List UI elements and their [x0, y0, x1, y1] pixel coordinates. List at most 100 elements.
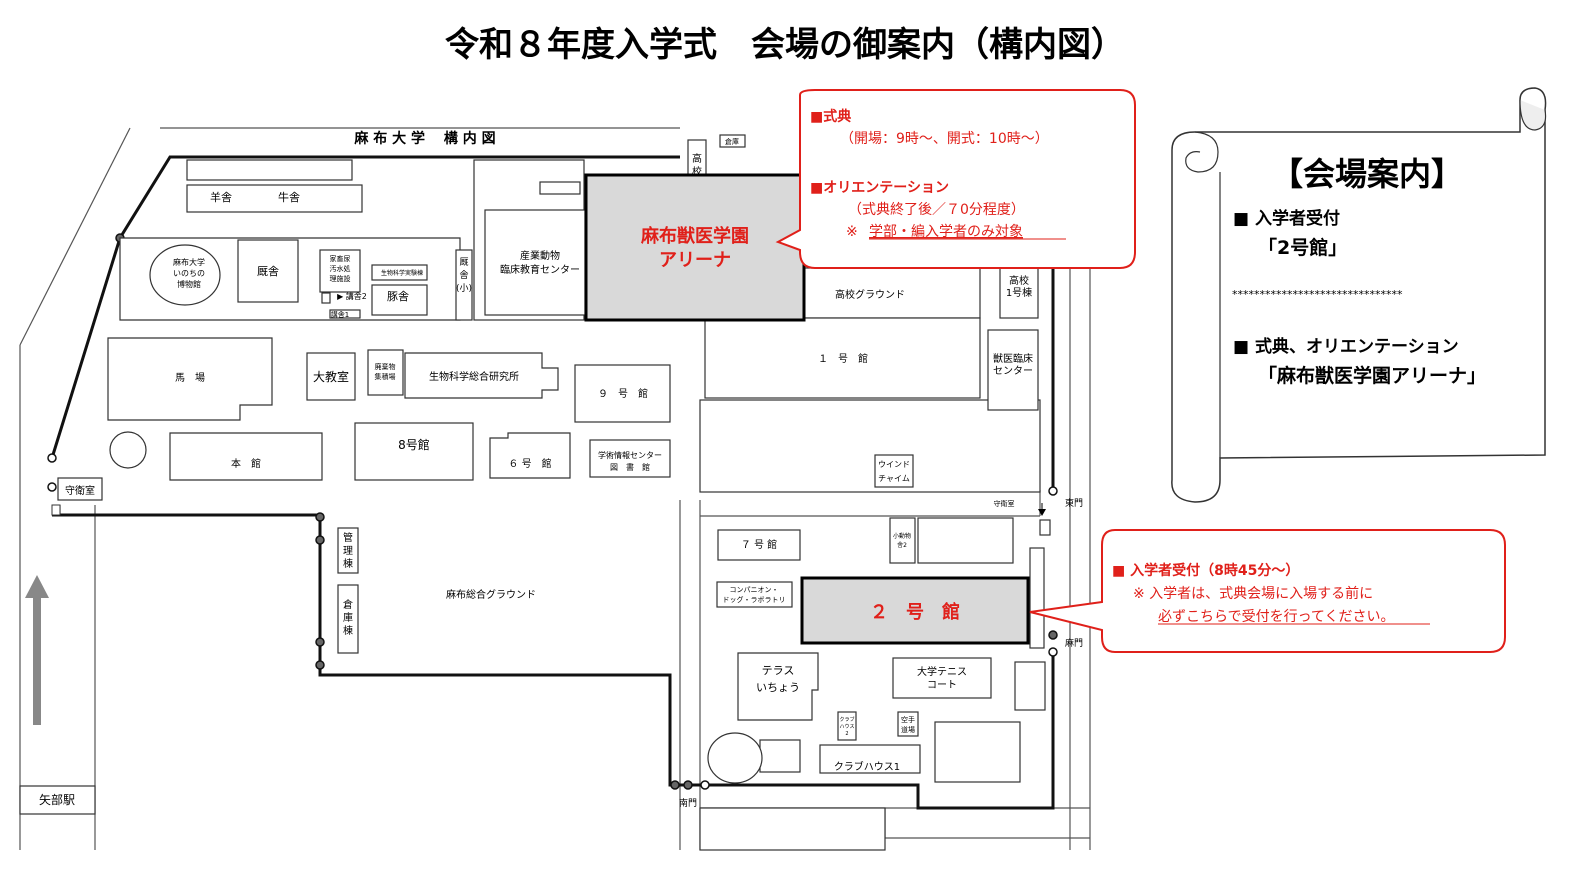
label-ko1: 講舎1	[331, 310, 349, 319]
label-kanri-1: 管	[343, 531, 353, 544]
label-wind-1: ウインド	[878, 460, 910, 469]
label-tennis-1: 大学テニス	[917, 665, 967, 678]
label-bio-institute: 生物科学総合研究所	[429, 370, 519, 383]
orientation-note-mark: ※	[846, 224, 858, 240]
scroll-item-2-value: 「麻布獣医学園アリーナ」	[1258, 364, 1486, 387]
buildings	[107, 134, 1051, 851]
building-2-highlight[interactable]	[800, 576, 1030, 645]
label-cattle: 牛舎	[278, 190, 300, 204]
label-east-gate: 東門	[1065, 497, 1083, 509]
label-soko-2: 庫	[343, 611, 353, 624]
reception-note-1: ※ 入学者は、式典会場に入場する前に	[1133, 585, 1373, 602]
label-companion-1: コンパニオン・	[730, 586, 779, 594]
label-waste-1: 家畜尿	[330, 254, 351, 263]
label-karate-2: 道場	[901, 725, 915, 734]
scroll-item-1-value: 「2号館」	[1258, 236, 1347, 259]
label-south-gate: 南門	[679, 797, 697, 809]
label-soko-3: 棟	[343, 624, 353, 637]
label-kyusha: 厩舎	[257, 265, 279, 278]
label-koko-1: 高	[692, 152, 702, 165]
ceremony-heading: ■式典	[810, 108, 851, 125]
label-kyusha-small-2: 舎	[459, 270, 468, 281]
scroll-item-2: ■ 式典、オリエンテーション	[1233, 336, 1459, 357]
label-kyusha-small-1: 厩	[459, 257, 468, 268]
label-wind-2: チャイム	[878, 474, 910, 483]
label-club1: クラブハウス1	[834, 760, 900, 773]
label-terrace-2: いちょう	[756, 681, 800, 694]
gate-post	[51, 504, 61, 516]
label-terrace-1: テラス	[762, 664, 795, 677]
label-ground: 麻布総合グラウンド	[446, 588, 536, 601]
map-title: 麻 布 大 学 構 内 図	[353, 130, 495, 147]
label-club2-2: ハウス	[839, 723, 854, 730]
arena-label-2: アリーナ	[659, 250, 731, 271]
label-museum-1: 麻布大学	[173, 257, 205, 267]
label-koko-2: 校	[692, 165, 702, 178]
label-companion-2: ドッグ・ラボラトリ	[723, 595, 786, 604]
arena-label-1: 麻布獣医学園	[640, 225, 749, 247]
label-industry-2: 臨床教育センター	[500, 263, 580, 276]
label-library-1: 学術情報センター	[598, 450, 662, 460]
building-2-label: ２ 号 館	[870, 601, 960, 623]
reception-heading: ■ 入学者受付（8時45分～）	[1112, 562, 1299, 579]
scroll-separator: *******************************	[1232, 288, 1403, 301]
label-club2-1: クラブ	[839, 716, 854, 723]
scroll-item-1: ■ 入学者受付	[1233, 208, 1340, 229]
label-waste2-2: 集積場	[375, 372, 396, 381]
label-library-2: 図 書 館	[610, 462, 650, 472]
label-guard-east: 守衛室	[994, 499, 1015, 508]
label-hs-ground: 高校グラウンド	[835, 288, 905, 301]
label-vet-1: 獣医臨床	[993, 352, 1033, 365]
label-waste-3: 理施設	[330, 274, 351, 283]
label-tennis-2: コート	[927, 680, 957, 691]
reception-note-2: 必ずこちらで受付を行ってください。	[1158, 609, 1394, 625]
label-club2-3: 2	[845, 731, 848, 737]
label-kanri-3: 棟	[343, 557, 353, 570]
label-hs1-2: 1号棟	[1006, 286, 1032, 299]
label-honkan: 本 館	[231, 457, 261, 470]
label-waste-2: 汚水処	[330, 264, 351, 273]
label-small-animal-1: 小動物	[893, 532, 911, 540]
venue-guide-scroll: 【会場案内】 ■ 入学者受付 「2号館」 *******************…	[1171, 87, 1547, 503]
label-guard-west: 守衛室	[65, 484, 95, 497]
orientation-duration: （式典終了後／７0分程度）	[848, 202, 1025, 218]
ceremony-times: （開場：9時～、開式：10時～）	[840, 131, 1049, 147]
arena-building[interactable]	[584, 173, 806, 322]
label-station: 矢部駅	[39, 792, 75, 807]
label-museum-2: いのちの	[173, 269, 205, 278]
label-lab-small: 生物科学実験棟	[381, 269, 423, 277]
down-arrow-icon	[1038, 503, 1046, 516]
boundary-posts	[47, 233, 1058, 790]
label-kyusha-small-3: (小)	[456, 283, 472, 294]
label-soko-1: 倉	[343, 598, 353, 611]
label-horse: 馬 場	[175, 371, 205, 384]
label-museum-3: 博物館	[177, 279, 201, 289]
label-small-animal-2: 舎2	[897, 542, 907, 549]
label-hs1-1: 高校	[1009, 274, 1029, 287]
label-vet-2: センター	[993, 365, 1033, 377]
scroll-title: 【会場案内】	[1271, 155, 1463, 193]
orientation-note: 学部・編入学者のみ対象	[869, 224, 1023, 240]
label-b1: １ 号 館	[818, 352, 868, 365]
station-box	[19, 785, 96, 815]
label-b7: ７ 号 館	[741, 538, 777, 551]
orientation-heading: ■オリエンテーション	[810, 180, 949, 196]
station-arrow-icon	[25, 575, 49, 725]
label-daikyoshitsu: 大教室	[313, 369, 349, 384]
page-title: 令和８年度入学式 会場の御案内（構内図）	[445, 25, 1125, 65]
reception-callout: ■ 入学者受付（8時45分～） ※ 入学者は、式典会場に入場する前に 必ずこちら…	[1029, 529, 1506, 653]
label-b8: 8号館	[398, 437, 430, 452]
label-waste2-1: 廃棄物	[375, 362, 396, 371]
label-karate-1: 空手	[901, 715, 915, 724]
label-souko: 倉庫	[725, 137, 739, 146]
label-pig: 豚舎	[387, 290, 409, 303]
label-b6: ６ 号 館	[508, 457, 551, 470]
label-ko2: ▶ 講舎2	[337, 291, 367, 301]
label-kanri-2: 理	[343, 545, 353, 557]
label-sheep: 羊舎	[210, 190, 232, 204]
label-industry-1: 産業動物	[520, 249, 560, 262]
ceremony-callout: ■式典 （開場：9時～、開式：10時～） ■オリエンテーション （式典終了後／７…	[775, 89, 1136, 269]
label-azabu-gate: 麻門	[1065, 637, 1083, 649]
guard-box	[57, 477, 103, 501]
